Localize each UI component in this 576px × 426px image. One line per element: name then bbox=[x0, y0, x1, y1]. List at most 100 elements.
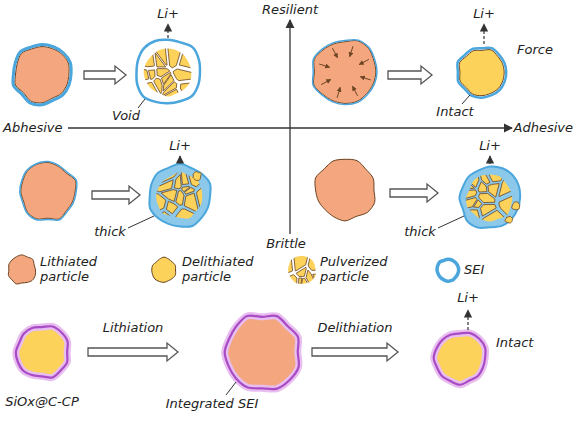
step-label: Lithiation bbox=[103, 321, 164, 336]
particle-fragment bbox=[161, 190, 177, 202]
sei-layer bbox=[437, 259, 459, 281]
process-arrow bbox=[390, 184, 438, 202]
axis-line bbox=[289, 20, 290, 234]
force-arrow bbox=[332, 48, 337, 58]
particle-fragment bbox=[294, 254, 309, 271]
particle-fragment bbox=[301, 278, 310, 287]
delithiated-particle bbox=[434, 333, 486, 385]
particle-fragment bbox=[465, 210, 480, 224]
particle-fragment bbox=[285, 275, 296, 287]
force-arrow bbox=[337, 87, 340, 98]
lithiated-particle bbox=[313, 41, 375, 104]
note-label: Integrated SEI bbox=[166, 397, 259, 412]
sei-layer bbox=[20, 162, 77, 221]
ion-arrow bbox=[467, 310, 468, 330]
particle-fragment bbox=[155, 180, 173, 192]
leader-line bbox=[438, 216, 464, 228]
material-label: SiOx@C-CP bbox=[5, 395, 78, 410]
particle-fragment bbox=[313, 274, 320, 287]
particle-fragment bbox=[465, 172, 479, 187]
note-label: Force bbox=[517, 43, 553, 58]
particle-fragment bbox=[154, 78, 163, 94]
particle-fragment bbox=[141, 69, 149, 81]
integrated-sei-glow bbox=[225, 316, 299, 390]
ion-arrow bbox=[489, 156, 490, 164]
force-arrow bbox=[350, 46, 353, 57]
axis-label: Resilient bbox=[262, 3, 318, 18]
swatch-fill bbox=[8, 255, 35, 284]
note-label: Intact bbox=[496, 336, 533, 351]
particle-fragment bbox=[180, 82, 194, 98]
step-label: Delithiation bbox=[317, 321, 392, 336]
particle-fragment bbox=[174, 209, 204, 222]
leader-line bbox=[138, 99, 145, 108]
legend-text: Lithiated particle bbox=[40, 255, 126, 285]
particle-fragment bbox=[285, 254, 293, 274]
ion-label: Li+ bbox=[479, 139, 501, 154]
particle-fragment bbox=[148, 70, 155, 79]
particle-fragment bbox=[142, 47, 155, 67]
lithiated-particle bbox=[315, 159, 375, 221]
particle-fragment bbox=[184, 193, 199, 213]
force-arrow bbox=[321, 79, 331, 84]
process-arrow bbox=[84, 66, 126, 84]
ion-arrow bbox=[167, 24, 168, 38]
swatch-fill bbox=[152, 257, 176, 282]
note-label: Intact bbox=[436, 105, 473, 120]
particle-fragment bbox=[308, 254, 319, 270]
ion-label: Li+ bbox=[473, 7, 495, 22]
process-arrow bbox=[88, 343, 178, 361]
leader-line bbox=[462, 95, 470, 104]
note-label: thick bbox=[404, 225, 436, 240]
integrated-sei bbox=[16, 326, 68, 377]
particle-fragment bbox=[157, 69, 170, 77]
swatch-shape bbox=[149, 255, 179, 285]
note-label: thick bbox=[94, 225, 126, 240]
particle-fragment bbox=[162, 89, 181, 99]
particle-fragment bbox=[480, 204, 496, 216]
ion-label: Li+ bbox=[157, 7, 179, 22]
particle-fragment bbox=[176, 191, 184, 205]
particle-fragment bbox=[488, 184, 499, 198]
particle-fragment bbox=[182, 186, 190, 191]
axis-label: Adhesive bbox=[514, 121, 573, 136]
particle-fragment bbox=[155, 212, 171, 222]
particle-fragment bbox=[179, 46, 194, 69]
delithiated-particle bbox=[16, 326, 68, 377]
pulverized-particle bbox=[141, 46, 195, 100]
particle-fragment bbox=[465, 190, 477, 199]
force-arrow bbox=[359, 59, 369, 64]
particle-fragment bbox=[173, 69, 192, 81]
process-arrow bbox=[312, 343, 398, 361]
integrated-sei bbox=[434, 333, 486, 385]
particle-fragment bbox=[512, 202, 520, 210]
particle-fragment bbox=[174, 175, 181, 189]
integrated-sei-glow bbox=[434, 333, 486, 385]
ion-arrow bbox=[483, 24, 484, 44]
sei-layer bbox=[313, 40, 377, 105]
force-arrow bbox=[352, 86, 357, 96]
pulverized-particle bbox=[154, 170, 206, 222]
process-arrow bbox=[388, 66, 432, 84]
legend-text: SEI bbox=[464, 263, 550, 278]
legend-swatch bbox=[5, 253, 39, 287]
particle-fragment bbox=[197, 184, 206, 218]
particle-fragment bbox=[188, 171, 205, 187]
particle-fragment bbox=[488, 172, 507, 182]
force-arrow bbox=[319, 64, 330, 67]
sei-layer bbox=[136, 40, 200, 104]
swatch-shape bbox=[5, 253, 39, 287]
sei-layer bbox=[149, 164, 210, 227]
particle-fragment bbox=[499, 174, 515, 197]
integrated-sei bbox=[225, 316, 299, 390]
leader-line bbox=[226, 382, 236, 395]
ion-label: Li+ bbox=[457, 291, 479, 306]
sei-layer bbox=[459, 166, 520, 228]
ion-label: Li+ bbox=[169, 139, 191, 154]
lithiated-particle bbox=[225, 316, 299, 390]
particle-fragment bbox=[299, 278, 302, 287]
particle-fragment bbox=[166, 201, 177, 213]
particle-fragment bbox=[505, 216, 513, 223]
pulverized-particle bbox=[285, 254, 320, 287]
